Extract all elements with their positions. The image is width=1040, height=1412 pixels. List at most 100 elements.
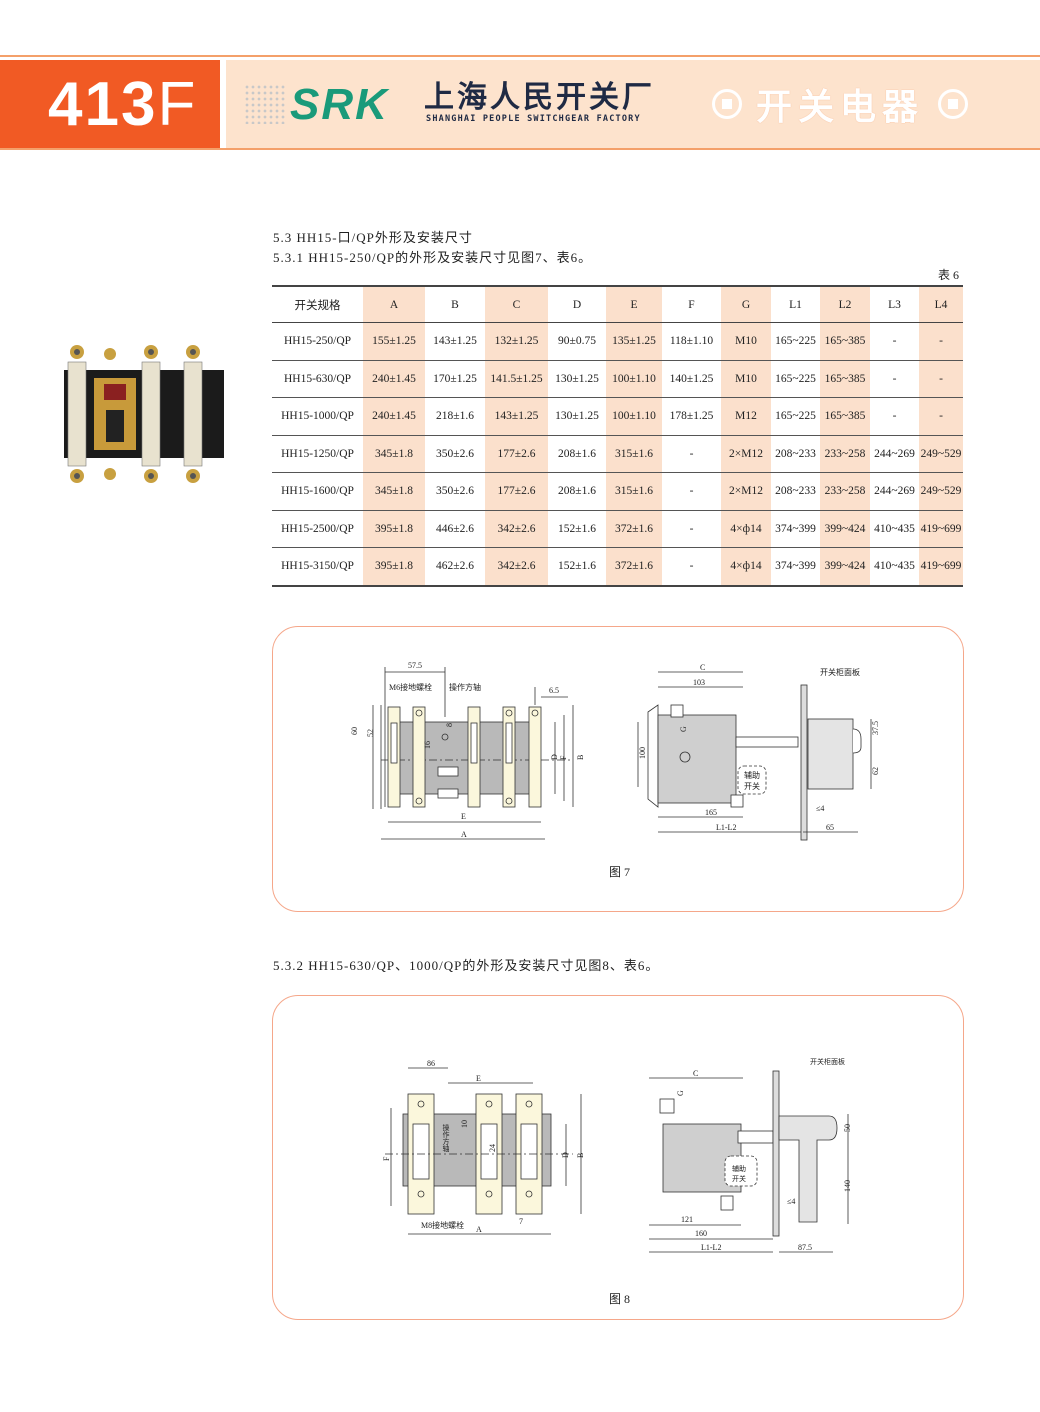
value-cell: 135±1.25	[606, 322, 662, 361]
value-cell: 218±1.6	[425, 397, 485, 436]
figure-8-caption: 图 8	[609, 1292, 631, 1306]
svg-text:L1-L2: L1-L2	[701, 1243, 721, 1252]
logo-dot-pattern	[244, 84, 286, 124]
value-cell: 177±2.6	[485, 472, 548, 511]
value-cell: 345±1.8	[363, 435, 425, 473]
value-cell: 140±1.25	[662, 360, 721, 398]
svg-text:50: 50	[843, 1124, 852, 1132]
value-cell: 165~225	[771, 360, 820, 398]
value-cell: 165~385	[820, 397, 870, 436]
value-cell: M10	[721, 360, 771, 398]
value-cell: 100±1.10	[606, 397, 662, 436]
value-cell: 345±1.8	[363, 472, 425, 511]
svg-text:10: 10	[460, 1120, 469, 1128]
value-cell: 249~529	[919, 472, 963, 511]
svg-text:6.5: 6.5	[549, 686, 559, 695]
value-cell: 350±2.6	[425, 472, 485, 511]
svg-text:7: 7	[519, 1217, 523, 1226]
svg-text:F: F	[559, 755, 568, 760]
svg-text:B: B	[576, 1153, 585, 1158]
value-cell: -	[870, 322, 919, 361]
value-cell: 4×ф14	[721, 547, 771, 587]
table-header-row: 开关规格 A B C D E F G L1 L2 L3 L4	[272, 285, 963, 323]
value-cell: 178±1.25	[662, 397, 721, 436]
svg-text:开关柜面板: 开关柜面板	[810, 1057, 845, 1066]
value-cell: 2×M12	[721, 472, 771, 511]
svg-text:B: B	[576, 755, 585, 760]
value-cell: 90±0.75	[548, 322, 606, 361]
value-cell: 372±1.6	[606, 547, 662, 587]
figure-7-caption: 图 7	[609, 865, 631, 879]
section-heading-5-3-2: 5.3.2 HH15-630/QP、1000/QP的外形及安装尺寸见图8、表6。	[273, 958, 660, 973]
value-cell: 155±1.25	[363, 322, 425, 361]
value-cell: 152±1.6	[548, 510, 606, 548]
model-cell: HH15-630/QP	[272, 360, 363, 398]
header-top-rule	[0, 55, 1040, 57]
value-cell: 170±1.25	[425, 360, 485, 398]
bullet-icon	[938, 89, 969, 119]
fig8-front-view	[385, 1067, 582, 1235]
svg-text:操作方轴: 操作方轴	[442, 1123, 450, 1153]
value-cell: 374~399	[771, 547, 820, 587]
value-cell: 240±1.45	[363, 397, 425, 436]
value-cell: 372±1.6	[606, 510, 662, 548]
svg-text:辅助: 辅助	[732, 1164, 746, 1173]
value-cell: 208~233	[771, 435, 820, 473]
svg-text:≤4: ≤4	[816, 804, 824, 813]
value-cell: 350±2.6	[425, 435, 485, 473]
page-header	[0, 60, 1040, 148]
fig8-side-view	[649, 1070, 849, 1253]
svg-text:A: A	[476, 1225, 482, 1234]
value-cell: -	[870, 360, 919, 398]
figure-8-drawing: 86 E F D B 操作方轴 10 24 M8接地螺栓 A 7 开关柜面	[382, 1057, 852, 1253]
svg-text:140: 140	[843, 1180, 852, 1192]
value-cell: 177±2.6	[485, 435, 548, 473]
svg-text:G: G	[676, 1090, 685, 1096]
svg-text:C: C	[700, 663, 705, 672]
svg-text:24: 24	[488, 1144, 497, 1152]
svg-text:121: 121	[681, 1215, 693, 1224]
company-name-en: SHANGHAI PEOPLE SWITCHGEAR FACTORY	[426, 114, 641, 124]
svg-text:开关: 开关	[732, 1174, 746, 1183]
value-cell: -	[919, 322, 963, 361]
value-cell: M10	[721, 322, 771, 361]
value-cell: 130±1.25	[548, 360, 606, 398]
value-cell: 233~258	[820, 472, 870, 511]
figure-7-panel: 57.5 M6接地螺栓 操作方轴 6.5 60 52 16 8 D F B E …	[272, 626, 964, 912]
fig7-side-view	[637, 671, 872, 841]
value-cell: -	[919, 360, 963, 398]
svg-text:≤4: ≤4	[787, 1197, 795, 1206]
svg-text:M6接地螺栓: M6接地螺栓	[389, 682, 432, 692]
section-heading-5-3: 5.3 HH15-口/QP外形及安装尺寸	[273, 230, 473, 245]
svg-text:F: F	[382, 1156, 391, 1161]
value-cell: -	[662, 547, 721, 587]
value-cell: 240±1.45	[363, 360, 425, 398]
header-band	[226, 60, 1040, 148]
svg-text:E: E	[461, 812, 466, 821]
svg-text:87.5: 87.5	[798, 1243, 812, 1252]
section-heading-5-3-1: 5.3.1 HH15-250/QP的外形及安装尺寸见图7、表6。	[273, 250, 593, 265]
value-cell: 165~225	[771, 322, 820, 361]
svg-text:52: 52	[366, 729, 375, 737]
value-cell: 100±1.10	[606, 360, 662, 398]
value-cell: 152±1.6	[548, 547, 606, 587]
model-cell: HH15-250/QP	[272, 322, 363, 361]
value-cell: 374~399	[771, 510, 820, 548]
value-cell: 208±1.6	[548, 472, 606, 511]
value-cell: 118±1.10	[662, 322, 721, 361]
model-cell: HH15-1250/QP	[272, 435, 363, 473]
value-cell: 342±2.6	[485, 510, 548, 548]
svg-text:57.5: 57.5	[408, 661, 422, 670]
svg-text:E: E	[476, 1074, 481, 1083]
value-cell: 419~699	[919, 510, 963, 548]
svg-text:100: 100	[638, 747, 647, 759]
value-cell: 410~435	[870, 510, 919, 548]
value-cell: 4×ф14	[721, 510, 771, 548]
value-cell: 2×M12	[721, 435, 771, 473]
value-cell: 143±1.25	[425, 322, 485, 361]
value-cell: 419~699	[919, 547, 963, 587]
svg-text:8: 8	[445, 723, 454, 727]
